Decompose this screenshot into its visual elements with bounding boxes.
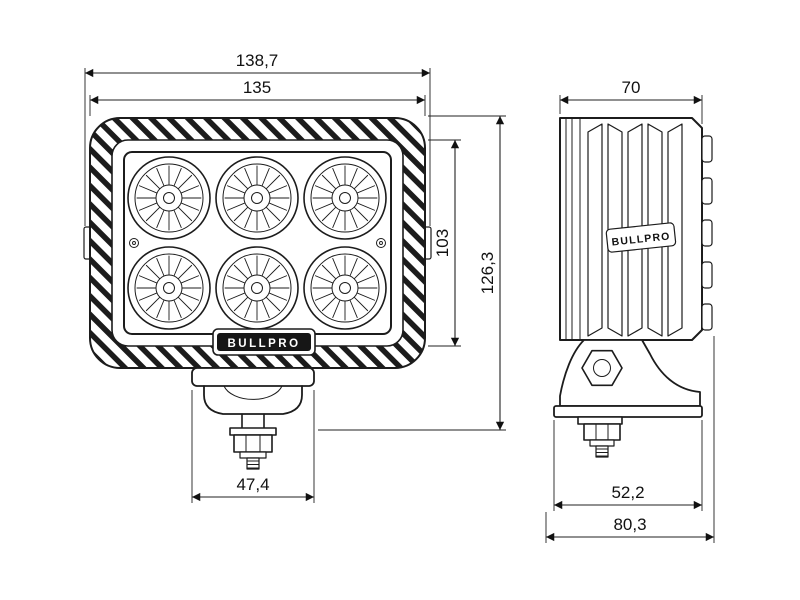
side-pivot-hex-circle — [593, 359, 611, 377]
dimension-value: 80,3 — [613, 515, 646, 534]
extension-lines — [553, 420, 703, 511]
side-bracket-foot — [559, 339, 701, 407]
dimension-value: 138,7 — [236, 51, 279, 70]
side-bolt-thread-lines — [595, 448, 609, 457]
side-bolt-washer-bottom — [589, 439, 615, 447]
dimension-value: 47,4 — [236, 475, 269, 494]
dimensions: 138,7 135 103 126,3 70 — [84, 51, 715, 543]
brand-plate-front-background — [217, 333, 311, 351]
dim-front-bracket-width: 47,4 — [191, 390, 315, 503]
front-mounting-bracket — [191, 367, 315, 470]
extension-lines — [84, 68, 431, 226]
dimension-value: 52,2 — [611, 483, 644, 502]
side-hex-nut-facets — [595, 423, 609, 441]
front-view: BULLPRO — [83, 117, 432, 470]
hex-nut-facets — [245, 434, 261, 453]
front-screw-right — [376, 238, 386, 248]
bracket-dome-arc — [223, 385, 283, 400]
side-rear-tabs — [701, 135, 713, 331]
bolt-stem — [241, 413, 265, 429]
bolt-washer-top — [229, 427, 277, 436]
side-bracket-base — [553, 405, 703, 418]
front-lens-face — [123, 151, 392, 335]
dim-side-overall-depth: 80,3 — [545, 336, 715, 543]
bolt-thread-end — [246, 457, 260, 470]
dimension-value: 126,3 — [478, 252, 497, 295]
front-screw-left — [129, 238, 139, 248]
side-view: BULLPRO — [553, 117, 713, 458]
side-pivot-hex-bolt — [581, 349, 623, 387]
side-bolt-hex-nut — [583, 423, 621, 441]
extension-lines — [191, 390, 315, 503]
side-lens-stack-lines — [565, 117, 581, 341]
side-heatsink-fins — [587, 123, 683, 337]
dim-side-depth: 70 — [559, 78, 703, 124]
dimension-value: 103 — [433, 229, 452, 257]
dim-front-overall-width: 138,7 — [84, 51, 431, 226]
side-bolt-thread-end — [595, 445, 609, 458]
side-mounting-bracket — [553, 339, 703, 458]
extension-lines — [318, 115, 506, 431]
dim-front-overall-height: 126,3 — [318, 115, 506, 431]
brand-plate-front: BULLPRO — [212, 328, 316, 356]
bolt-hex-nut — [233, 434, 273, 453]
dim-front-lens-height: 103 — [428, 139, 461, 347]
extension-lines — [89, 95, 426, 116]
side-bolt-washer-top — [577, 416, 623, 425]
bracket-pivot-bar — [191, 367, 315, 387]
dim-side-bracket-depth: 52,2 — [553, 420, 703, 511]
dimension-value: 70 — [622, 78, 641, 97]
brand-logo-front: BULLPRO — [227, 338, 300, 350]
brand-badge-side: BULLPRO — [605, 222, 677, 253]
bracket-dome — [203, 385, 303, 415]
dimension-value: 135 — [243, 78, 271, 97]
dim-front-body-width: 135 — [89, 78, 426, 116]
bolt-washer-bottom — [239, 451, 267, 459]
bolt-thread-lines — [246, 460, 260, 469]
